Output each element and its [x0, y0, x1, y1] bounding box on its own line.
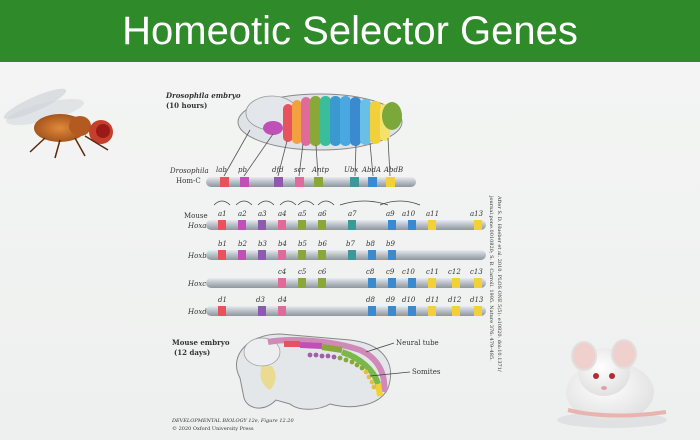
gene-a3: a3 — [258, 210, 267, 218]
gene-antp: Antp — [311, 166, 329, 174]
gene-c9: c9 — [386, 268, 395, 276]
gene-a7: a7 — [348, 210, 357, 218]
gene-ubx: Ubx — [344, 166, 358, 174]
gene-d9: d9 — [386, 296, 395, 304]
gene-lab: lab — [216, 166, 227, 174]
side-citation-line-1: After S. D. Hueber et al. 2010. PLOS ONE… — [496, 195, 503, 372]
gene-a1: a1 — [218, 210, 227, 218]
gene-pb: pb — [238, 166, 247, 174]
gene-b9: b9 — [386, 240, 395, 248]
gene-c12: c12 — [448, 268, 461, 276]
hom-c-label: Hom-C — [176, 177, 201, 185]
gene-b6: b6 — [318, 240, 327, 248]
drosophila-embryo-illustration — [237, 93, 403, 151]
white-mouse-image — [557, 339, 667, 428]
hoxb-label: Hoxb — [187, 252, 207, 260]
gene-a11: a11 — [426, 210, 439, 218]
mouse-label: Mouse — [184, 212, 208, 220]
hoxa-chromosome — [206, 220, 486, 230]
hoxc-chromosome — [206, 278, 486, 288]
gene-b7: b7 — [346, 240, 355, 248]
gene-a9: a9 — [386, 210, 395, 218]
figure-credit: DEVELOPMENTAL BIOLOGY 12e, Figure 12.20 — [171, 418, 294, 424]
gene-abda: AbdA — [361, 166, 381, 174]
drosophila-embryo-age: (10 hours) — [166, 101, 207, 110]
gene-b3: b3 — [258, 240, 267, 248]
gene-a13: a13 — [470, 210, 484, 218]
gene-b8: b8 — [366, 240, 375, 248]
gene-d4: d4 — [278, 296, 287, 304]
mapping-lines — [223, 129, 391, 177]
gene-a4: a4 — [278, 210, 287, 218]
gene-b5: b5 — [298, 240, 307, 248]
gene-b2: b2 — [238, 240, 247, 248]
homology-braces — [213, 200, 421, 206]
mouse-embryo-label: Mouse embryo — [172, 338, 230, 347]
gene-a10: a10 — [402, 210, 416, 218]
hoxd-chromosome — [206, 306, 486, 316]
mouse-embryo-illustration — [235, 333, 411, 410]
hoxc-label: Hoxc — [187, 280, 206, 288]
gene-c11: c11 — [426, 268, 439, 276]
gene-a5: a5 — [298, 210, 307, 218]
gene-c6: c6 — [318, 268, 327, 276]
slide-title: Homeotic Selector Genes — [122, 9, 578, 53]
gene-b4: b4 — [278, 240, 287, 248]
side-citation-line-2: journal.pone.0010820; S. B. Carroll. 199… — [488, 195, 494, 361]
gene-dfd: dfd — [272, 166, 284, 174]
hom-c-chromosome — [206, 177, 416, 187]
mouse-embryo-age: (12 days) — [174, 348, 210, 357]
gene-c4: c4 — [278, 268, 286, 276]
drosophila-label: Drosophila — [169, 167, 209, 175]
gene-d12: d12 — [448, 296, 462, 304]
gene-c10: c10 — [402, 268, 415, 276]
gene-d13: d13 — [470, 296, 484, 304]
gene-d11: d11 — [426, 296, 439, 304]
gene-scr: scr — [294, 166, 306, 174]
hoxa-label: Hoxa — [187, 222, 206, 230]
gene-d3: d3 — [256, 296, 265, 304]
gene-a6: a6 — [318, 210, 327, 218]
fruit-fly-image — [3, 88, 113, 159]
copyright-credit: © 2020 Oxford University Press — [172, 425, 254, 432]
neural-tube-label: Neural tube — [396, 339, 439, 347]
hoxd-label: Hoxd — [187, 308, 207, 316]
gene-d8: d8 — [366, 296, 375, 304]
gene-a2: a2 — [238, 210, 247, 218]
gene-d1: d1 — [218, 296, 227, 304]
gene-b1: b1 — [218, 240, 227, 248]
gene-d10: d10 — [402, 296, 416, 304]
gene-c13: c13 — [470, 268, 483, 276]
gene-c8: c8 — [366, 268, 375, 276]
hoxb-chromosome — [206, 250, 486, 260]
gene-abdb: AbdB — [383, 166, 403, 174]
drosophila-embryo-label: Drosophila embryo — [165, 91, 241, 100]
gene-c5: c5 — [298, 268, 307, 276]
somites-label: Somites — [412, 368, 441, 376]
title-bar: Homeotic Selector Genes — [0, 0, 700, 62]
